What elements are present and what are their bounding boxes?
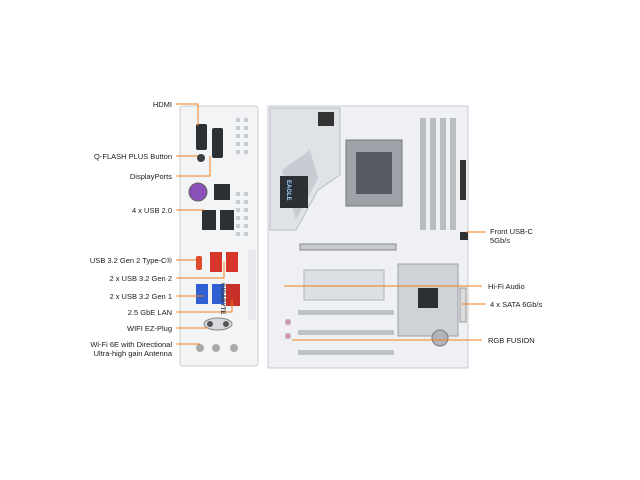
sata-label: 4 x SATA 6Gb/s	[490, 300, 543, 309]
displayports-label: DisplayPorts	[129, 172, 172, 181]
front-usbc-label-line2: 5Gb/s	[490, 236, 511, 245]
qflash-label: Q-FLASH PLUS Button	[94, 152, 172, 161]
wifi-ezplug	[203, 317, 233, 331]
qflash-button	[197, 154, 205, 162]
lan-port	[226, 284, 240, 306]
hdmi-label: HDMI	[152, 100, 172, 109]
antenna-label-line2: Ultra-high gain Antenna	[93, 349, 172, 358]
usb-gen2-label: 2 x USB 3.2 Gen 2	[109, 274, 172, 283]
ps2-port	[188, 182, 208, 202]
front-usbc-label-line1: Front USB-C	[490, 227, 533, 236]
eagle-badge-text: EAGLE	[285, 180, 291, 201]
battery	[431, 329, 449, 347]
usb-typec-port	[196, 256, 202, 270]
antenna-label-line1: Wi-Fi 6E with Directional	[90, 340, 172, 349]
hdmi-port	[196, 124, 207, 150]
usb-typec-label: USB 3.2 Gen 2 Type-C®	[89, 256, 172, 265]
pcie-slot-1	[299, 243, 397, 251]
motherboard	[267, 105, 469, 369]
usb20-label: 4 x USB 2.0	[131, 206, 172, 215]
io-panel	[179, 105, 259, 367]
hifi-audio-label: Hi-Fi Audio	[488, 282, 525, 291]
callout-lines-right	[284, 231, 486, 341]
front-usbc-header	[460, 232, 468, 240]
callout-lines-left	[176, 103, 233, 345]
lan-label: 2.5 GbE LAN	[127, 308, 172, 317]
io-brand-text: GIGABYTE	[219, 283, 225, 315]
wifi-ezplug-label: WIFI EZ-Plug	[126, 324, 172, 333]
displayport-port	[212, 128, 223, 158]
usb-gen1-label: 2 x USB 3.2 Gen 1	[109, 292, 172, 301]
rgb-fusion-label: RGB FUSION	[488, 336, 535, 345]
